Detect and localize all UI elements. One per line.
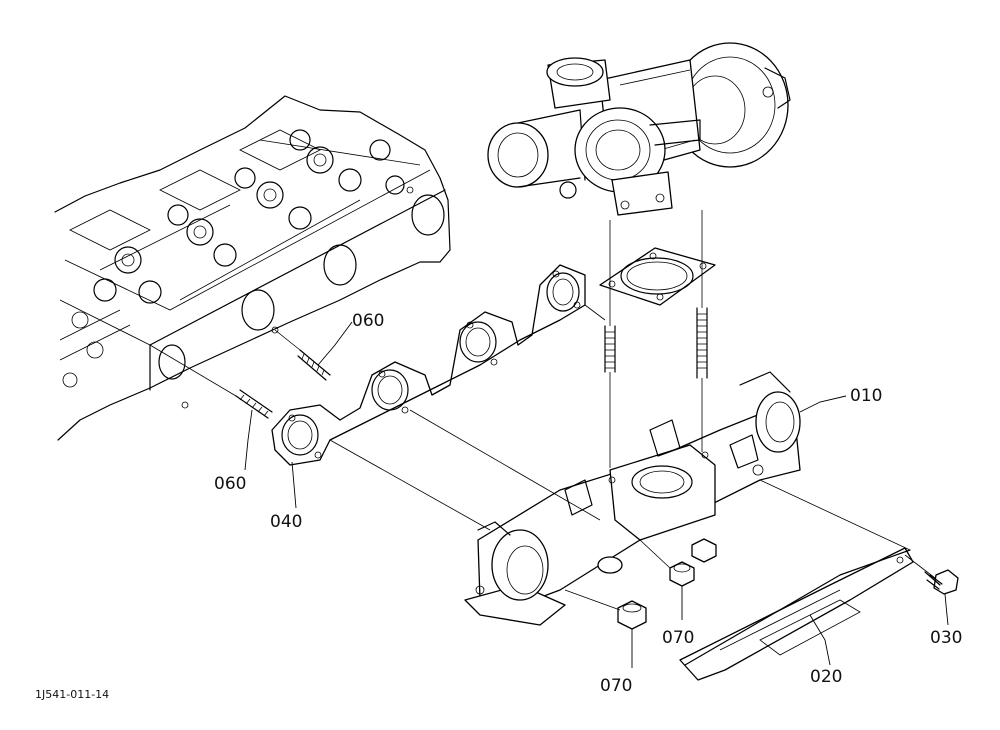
manifold-gasket bbox=[271, 264, 586, 466]
callout-070-upper: 070 bbox=[662, 628, 694, 648]
exhaust-manifold bbox=[464, 371, 801, 626]
nut-center bbox=[691, 538, 717, 563]
heat-shield bbox=[679, 547, 914, 681]
drawing-number: 1J541-011-14 bbox=[35, 688, 109, 701]
nut-lower bbox=[617, 600, 647, 630]
cylinder-head bbox=[54, 95, 451, 441]
nut-upper bbox=[669, 561, 695, 587]
callout-010: 010 bbox=[850, 386, 882, 406]
stud-lower bbox=[235, 389, 273, 419]
callout-040: 040 bbox=[270, 512, 302, 532]
callout-020: 020 bbox=[810, 667, 842, 687]
callout-060-lower: 060 bbox=[214, 474, 246, 494]
leader-lines bbox=[244, 321, 949, 668]
turbocharger bbox=[487, 42, 791, 216]
callout-070-lower: 070 bbox=[600, 676, 632, 696]
stud-upper bbox=[297, 349, 331, 381]
callout-060-upper: 060 bbox=[352, 311, 384, 331]
bolt bbox=[924, 569, 959, 595]
turbo-studs bbox=[604, 307, 708, 379]
turbo-gasket bbox=[599, 247, 716, 306]
callout-030: 030 bbox=[930, 628, 962, 648]
assembly-lines bbox=[149, 210, 936, 611]
